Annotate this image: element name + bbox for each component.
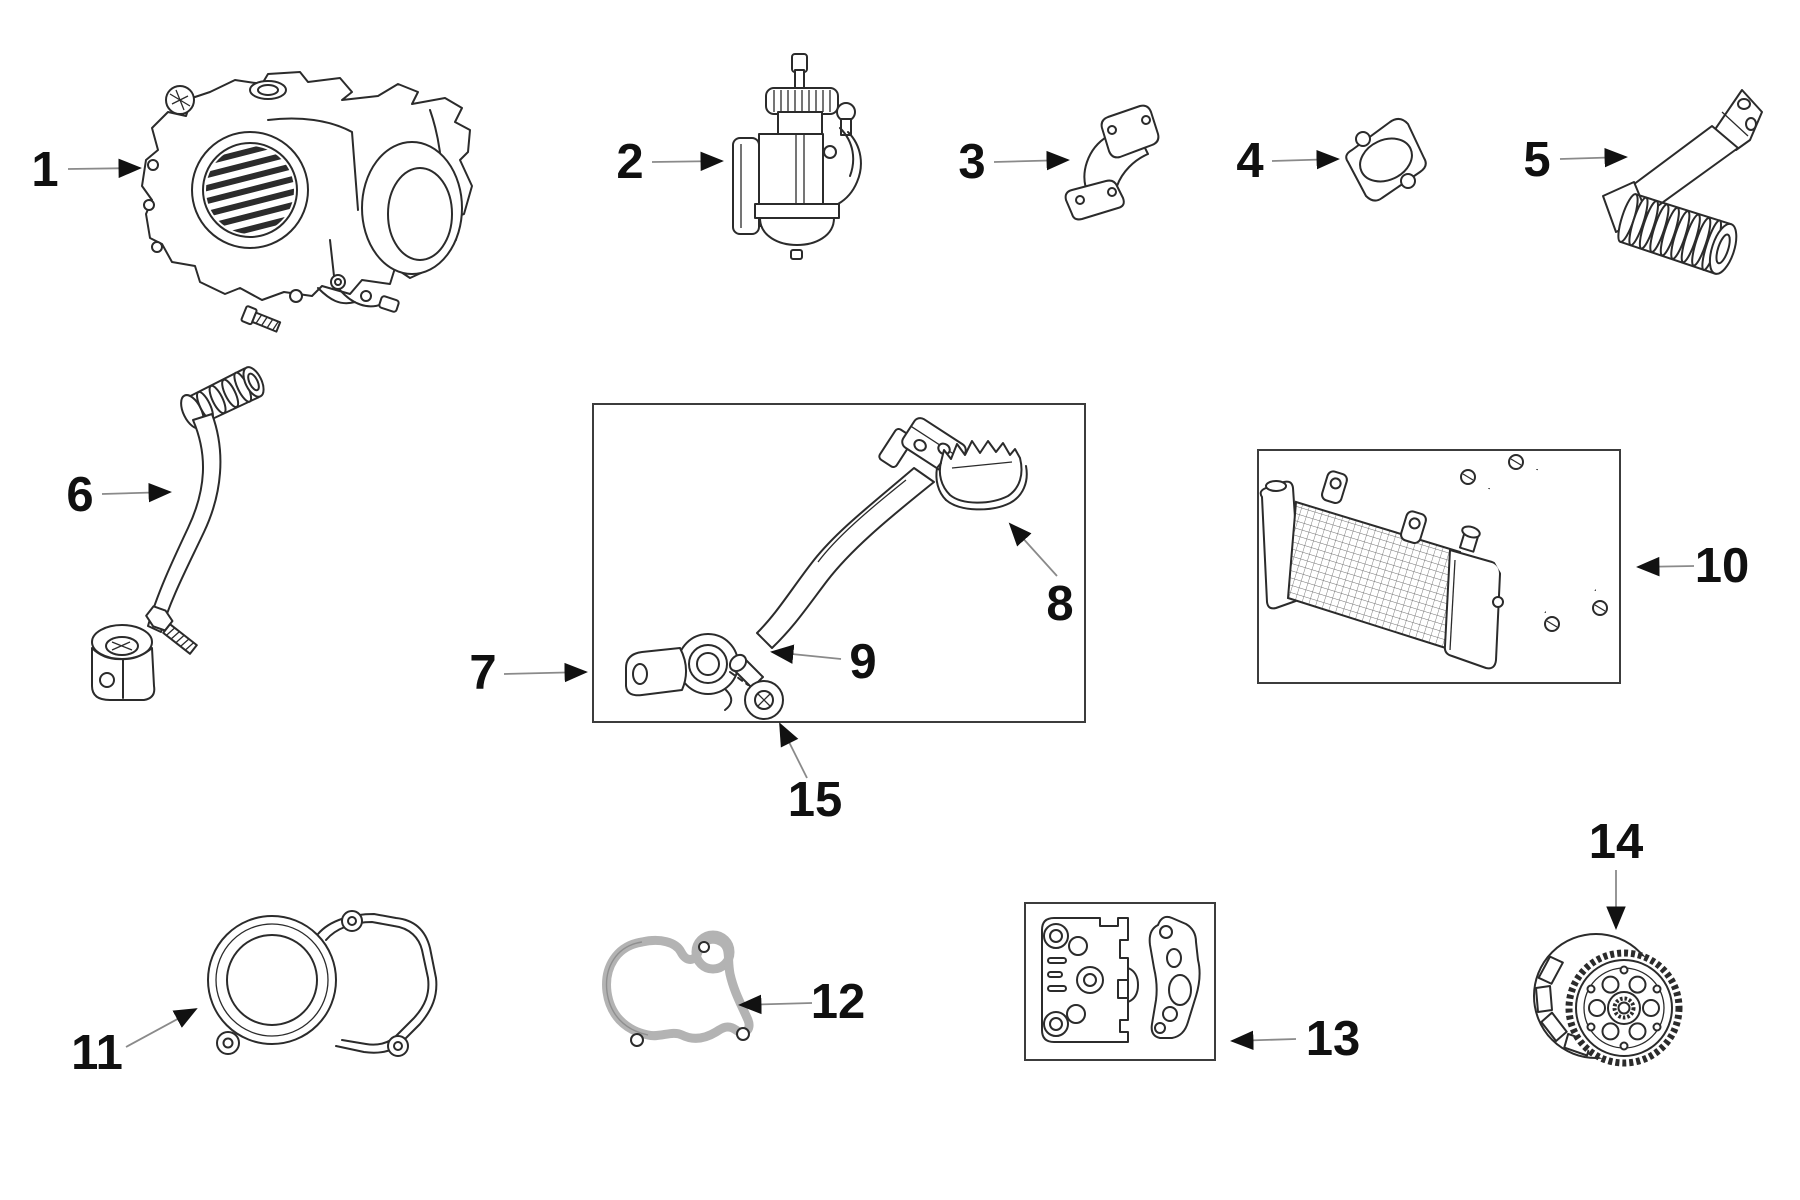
callout-arrow-4: [1271, 149, 1340, 170]
part-1-engine-assembly: [141, 71, 473, 313]
callout-arrow-10: [1636, 556, 1695, 577]
part-13-head-bracket-set: [1041, 915, 1201, 1043]
callout-label-12: 12: [811, 975, 866, 1029]
callout-label-13: 13: [1306, 1012, 1361, 1066]
callout-13: 13: [1230, 1012, 1361, 1066]
callout-8: 8: [1008, 522, 1074, 631]
callout-arrow-6: [101, 482, 172, 503]
fan-cover-vents: [206, 146, 294, 234]
callout-arrow-9: [770, 644, 842, 664]
callout-14: 14: [1589, 815, 1644, 930]
part-6-kick-start-lever: [91, 305, 282, 701]
callout-15: 15: [779, 722, 843, 827]
callout-1: 1: [31, 143, 142, 197]
part-3-intake-manifold: [1064, 104, 1160, 221]
part-11-stator-cover: [207, 910, 438, 1057]
callout-label-2: 2: [616, 135, 643, 189]
callout-9: 9: [770, 635, 877, 689]
callout-11: 11: [71, 1008, 198, 1080]
part-9-brake-pedal: [625, 417, 967, 711]
brake-pedal-group-box: [592, 403, 1086, 723]
callout-label-5: 5: [1523, 133, 1550, 187]
callout-5: 5: [1523, 133, 1628, 187]
callout-arrow-15: [779, 722, 808, 779]
callout-label-3: 3: [958, 135, 985, 189]
clutch-bolt-holes: [1586, 965, 1662, 1051]
part-2-carburetor: [732, 53, 862, 260]
callout-arrow-8: [1008, 522, 1058, 577]
callout-arrow-5: [1559, 147, 1628, 168]
callout-arrow-13: [1230, 1030, 1297, 1051]
callout-arrow-2: [651, 151, 724, 172]
callout-label-14: 14: [1589, 815, 1644, 869]
part-5-gear-shift-lever: [1602, 89, 1763, 275]
callout-6: 6: [66, 468, 172, 522]
part-14-clutch-basket: [1533, 933, 1683, 1067]
part-4-manifold-gasket: [1345, 118, 1427, 202]
callout-12: 12: [738, 975, 866, 1029]
callout-arrow-12: [738, 994, 813, 1015]
callout-arrow-1: [67, 158, 142, 179]
callout-10: 10: [1636, 539, 1750, 593]
head-bracket-group-box: [1024, 902, 1216, 1061]
callout-arrow-11: [125, 1008, 198, 1048]
callout-label-6: 6: [66, 468, 93, 522]
callout-label-9: 9: [849, 635, 876, 689]
callout-label-8: 8: [1046, 577, 1073, 631]
kick-lever-pinch-bolt: [240, 305, 282, 333]
callout-2: 2: [616, 135, 724, 189]
callout-label-10: 10: [1695, 539, 1750, 593]
part-8-pedal-tip: [935, 440, 1028, 511]
callout-7: 7: [469, 646, 588, 700]
shifter-splined-end: [1617, 193, 1738, 275]
part-15-pivot-bolt: [728, 653, 784, 720]
kick-lever-grip: [180, 366, 265, 430]
callout-label-4: 4: [1236, 134, 1263, 188]
part-12-cover-gasket: [602, 930, 754, 1047]
callout-label-11: 11: [71, 1026, 123, 1080]
group-box-layer: [592, 403, 1621, 1061]
callout-label-15: 15: [788, 773, 843, 827]
radiator-hose-clips: [1460, 454, 1608, 632]
callout-arrow-3: [993, 150, 1070, 171]
kick-lever-bolt: [145, 605, 198, 655]
callout-4: 4: [1236, 134, 1340, 188]
callout-label-7: 7: [469, 646, 496, 700]
callout-arrow-7: [503, 662, 588, 683]
callout-3: 3: [958, 135, 1070, 189]
radiator-group-box: [1257, 449, 1621, 684]
part-10-radiator-kit: [1259, 454, 1608, 670]
callout-label-1: 1: [31, 143, 58, 197]
